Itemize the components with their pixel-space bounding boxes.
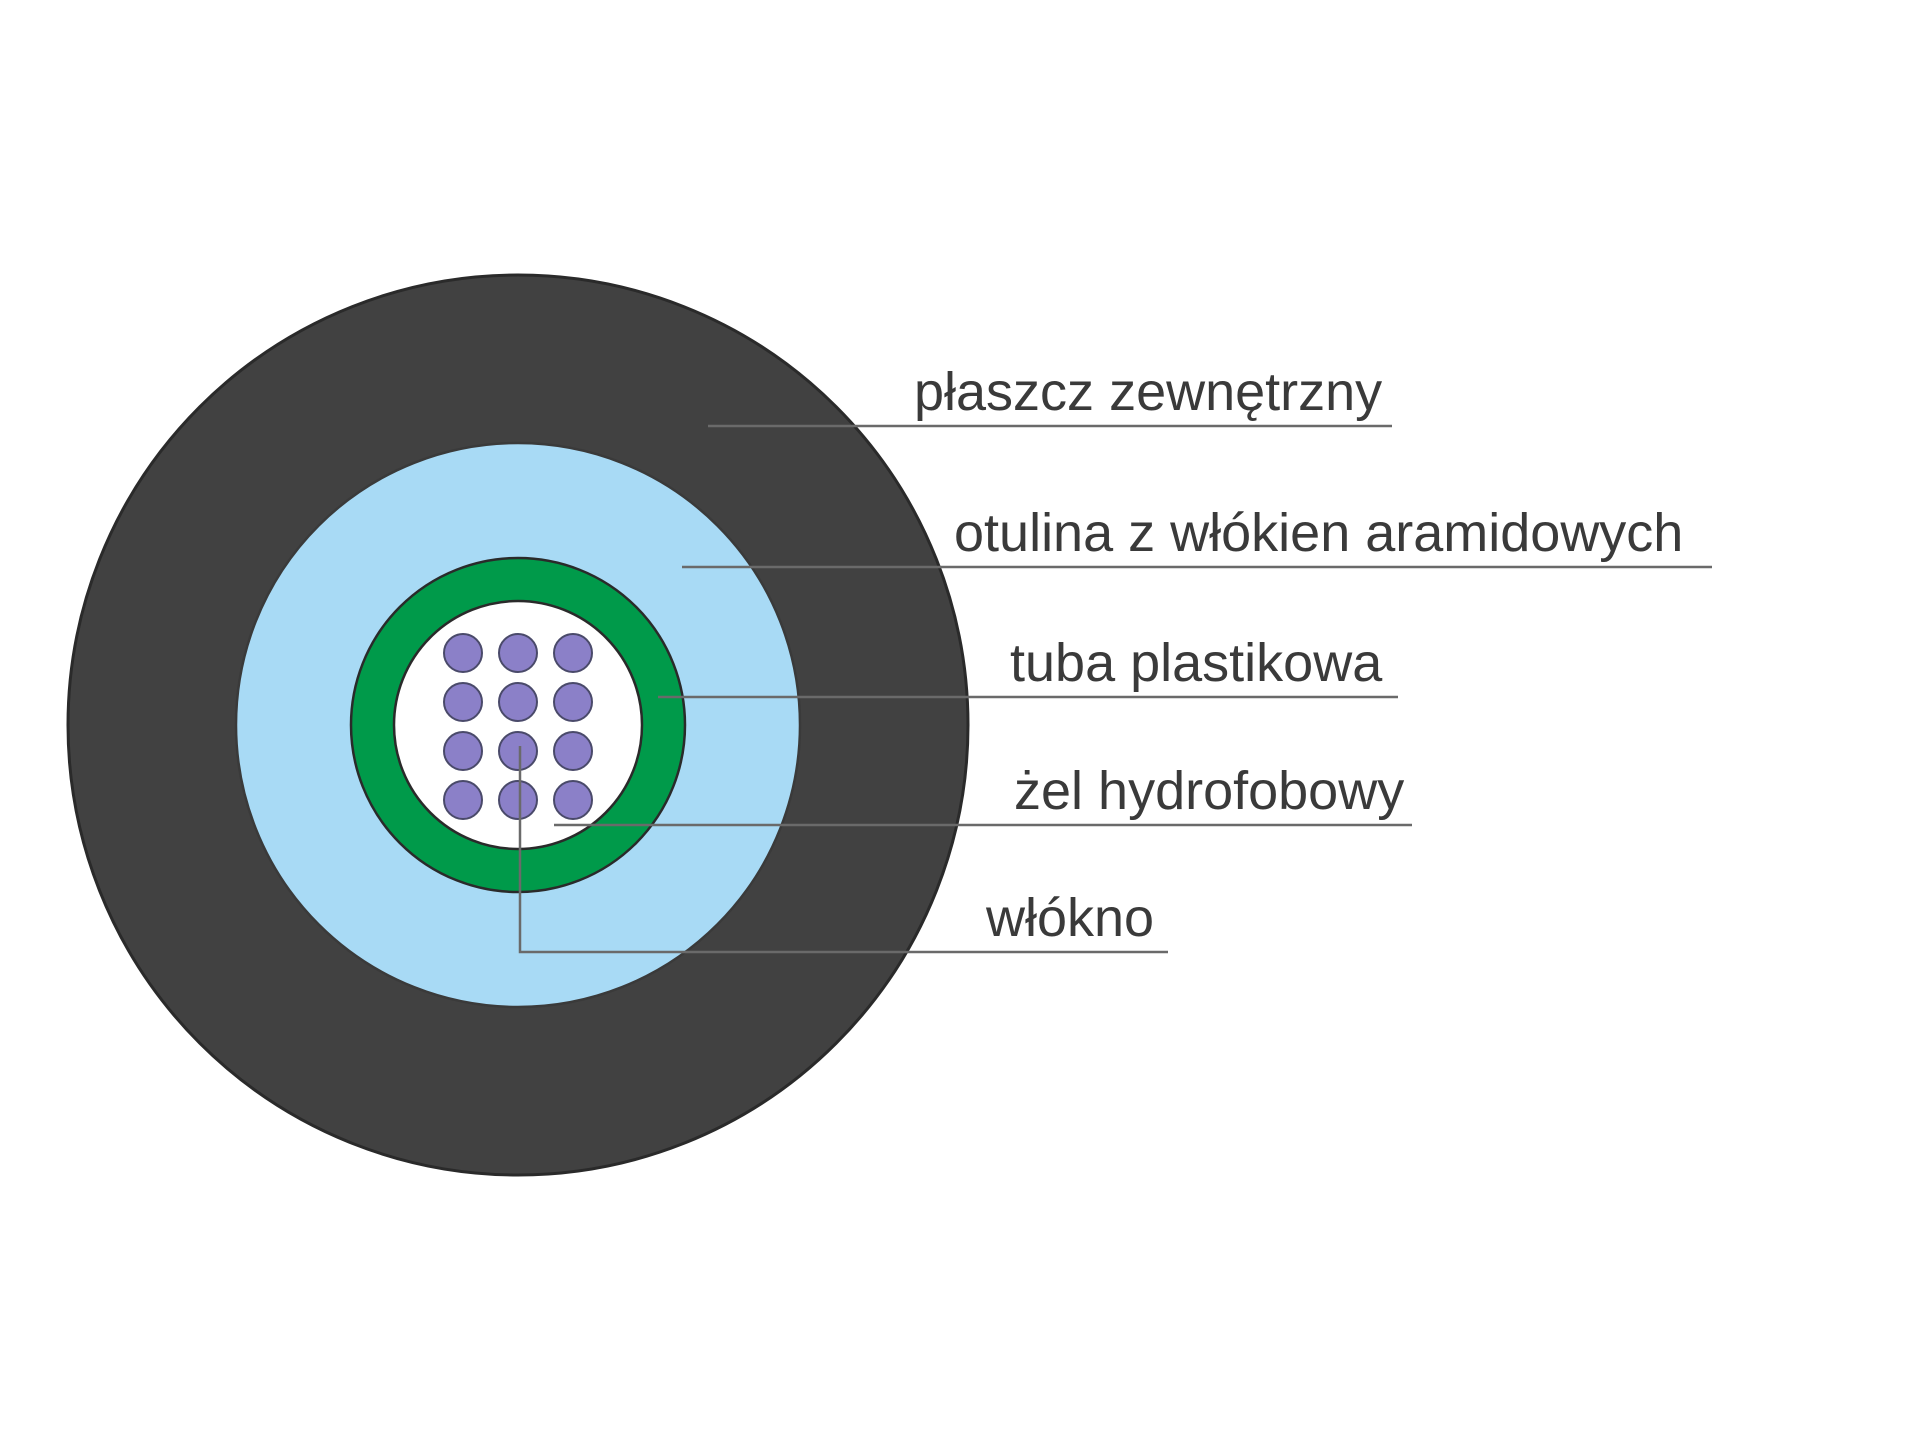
- fiber-group: [443, 633, 593, 820]
- fiber-strand: [553, 682, 593, 722]
- fiber-strand: [498, 731, 538, 771]
- label-aramid-layer: otulina z włókien aramidowych: [954, 503, 1683, 563]
- label-outer-jacket: płaszcz zewnętrzny: [914, 362, 1382, 422]
- fiber-strand: [498, 633, 538, 673]
- label-gel: żel hydrofobowy: [1014, 761, 1404, 821]
- fiber-strand: [443, 780, 483, 820]
- label-plastic-tube: tuba plastikowa: [1010, 633, 1383, 693]
- fiber-strand: [553, 731, 593, 771]
- fiber-strand: [443, 682, 483, 722]
- label-fiber: włókno: [985, 888, 1154, 948]
- fiber-strand: [553, 780, 593, 820]
- fiber-strand: [443, 731, 483, 771]
- fiber-strand: [443, 633, 483, 673]
- fiber-strand: [553, 633, 593, 673]
- leader-line-fiber: [518, 746, 1168, 954]
- fiber-strand: [498, 780, 538, 820]
- fiber-strand: [498, 682, 538, 722]
